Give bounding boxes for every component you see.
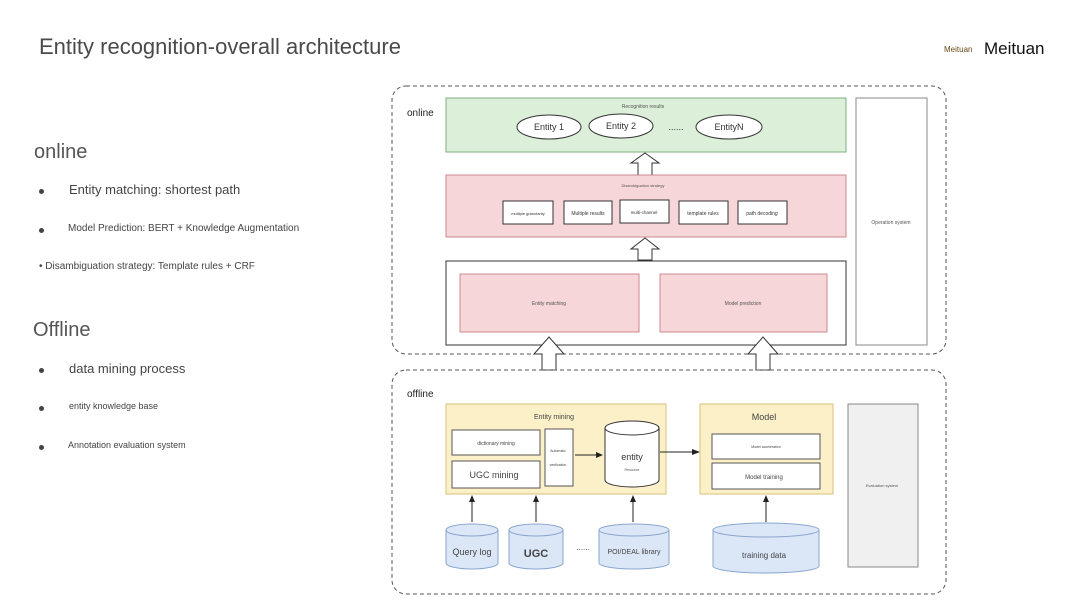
evaluation-system-box [847, 403, 919, 568]
arrow-head-icon [533, 495, 539, 502]
disambiguation-title: Disambiguation strategy [622, 183, 665, 188]
entity-1-node [516, 114, 582, 140]
poi-deal-label: POI/DEAL library [607, 549, 661, 556]
online-container [391, 85, 947, 355]
entities-ellipsis: ...... [668, 122, 683, 132]
query-log-database-top [445, 523, 499, 537]
hollow-arrow-up-icon [746, 336, 780, 371]
entity-n-label: EntityN [714, 122, 743, 132]
dictionary-mining-label: dictionary mining [477, 441, 515, 447]
poi-deal-database-icon [598, 530, 670, 570]
sources-ellipsis: ...... [576, 543, 589, 552]
strategy-label: multiple granularity [511, 211, 545, 216]
ugc-label: UGC [524, 548, 549, 560]
online-item-disambiguation: • Disambiguation strategy: Template rule… [39, 261, 255, 272]
model-prediction-label: Model prediction [725, 301, 762, 307]
dictionary-mining-box [451, 429, 541, 456]
training-data-label: training data [742, 551, 787, 560]
entity-mining-title: Entity mining [534, 414, 574, 421]
recognition-results-title: Recognition results [622, 104, 665, 110]
strategy-label: multi-channel [631, 210, 658, 215]
brand-logo: Meituan [984, 39, 1045, 58]
operation-system-box [855, 97, 928, 346]
offline-item-knowledge-base: entity knowledge base [69, 401, 159, 411]
model-training-label: Model training [745, 475, 783, 481]
page-title: Entity recognition-overall architecture [39, 34, 401, 59]
offline-item-data-mining: data mining process [69, 361, 186, 376]
bullet-dot [39, 406, 44, 411]
automatic-verification-box [544, 428, 574, 487]
strategy-multi-channel [619, 199, 670, 224]
training-data-database-top [712, 522, 820, 538]
operation-system-label: Operation system [871, 220, 910, 226]
strategy-label: template rules [687, 211, 719, 217]
query-log-label: Query log [452, 547, 491, 557]
entity-matching-box [459, 273, 640, 333]
brand-logo-small: Meituan [944, 45, 973, 54]
entity-n-node [695, 114, 763, 140]
entity-matching-label: Entity matching [532, 301, 566, 307]
bullet-dot [39, 368, 44, 373]
bullet-dot [39, 445, 44, 450]
hollow-arrow-up-icon [629, 237, 661, 261]
offline-item-annotation: Annotation evaluation system [68, 440, 186, 450]
strategy-label: Multiple results [571, 211, 605, 217]
query-log-database-icon [445, 530, 499, 570]
strategy-multiple-granularity [502, 200, 554, 225]
entity-1-label: Entity 1 [534, 122, 564, 132]
strategy-multiple-results [563, 200, 613, 225]
strategy-path-decoding [737, 200, 788, 225]
evaluation-system-label: Evaluation system [866, 483, 899, 488]
entity-2-node [588, 113, 654, 139]
entity-database-label: entity [621, 452, 643, 462]
arrow-head-icon [596, 452, 603, 458]
automatic-verification-label: verification [550, 463, 567, 467]
ugc-database-top [508, 523, 564, 537]
model-prediction-box [659, 273, 828, 333]
training-data-database-icon [712, 530, 820, 574]
arrow-head-icon [763, 495, 769, 502]
entity-database-sublabel: Resource [625, 468, 640, 472]
entity-database-icon [604, 428, 660, 488]
entity-database-top [604, 420, 660, 436]
online-item-entity-matching: Entity matching: shortest path [69, 182, 241, 197]
strategy-label: path decoding [746, 211, 778, 217]
online-heading: online [34, 141, 88, 163]
strategy-template-rules [678, 200, 729, 225]
ugc-mining-box [451, 460, 541, 489]
model-acceleration-label: Model acceleration [751, 445, 780, 449]
entity-2-label: Entity 2 [606, 121, 636, 131]
arrow-head-icon [469, 495, 475, 502]
model-training-box [711, 462, 821, 490]
automatic-verification-label: Automatic [550, 449, 566, 453]
ugc-database-icon [508, 530, 564, 570]
offline-heading: Offline [33, 319, 91, 341]
hollow-arrow-up-icon [532, 336, 566, 371]
online-label: online [407, 108, 434, 119]
hollow-arrow-up-icon [629, 152, 661, 176]
ugc-mining-label: UGC mining [469, 470, 518, 480]
offline-label: offline [407, 389, 434, 400]
poi-deal-database-top [598, 523, 670, 537]
model-acceleration-box [711, 433, 821, 460]
model-title: Model [752, 412, 777, 422]
offline-container [391, 369, 947, 595]
arrow-head-icon [692, 449, 700, 455]
online-item-model-prediction: Model Prediction: BERT + Knowledge Augme… [68, 223, 300, 234]
bullet-dot [39, 228, 44, 233]
bullet-dot [39, 189, 44, 194]
arrow-head-icon [630, 495, 636, 502]
